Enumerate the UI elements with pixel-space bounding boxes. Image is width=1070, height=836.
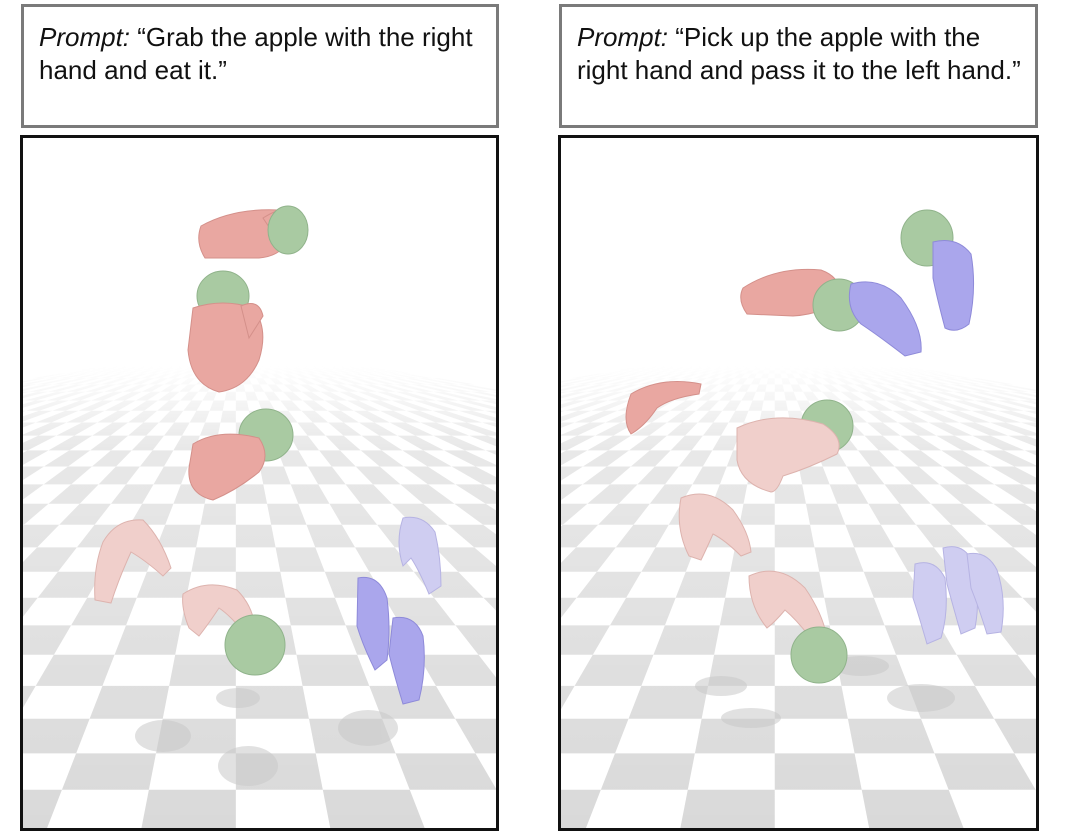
- prompt-label: Prompt:: [39, 22, 131, 52]
- hand-shadows: [695, 656, 955, 728]
- prompt-text: “Pick up the apple with the right hand a…: [577, 22, 1021, 85]
- hand-left-frame-2: [848, 281, 922, 357]
- hand-right-frame-5: [748, 570, 828, 645]
- apple-frame-4: [790, 626, 848, 684]
- hand-left-frame-3: [912, 546, 1004, 645]
- scene-panel-right: [558, 135, 1039, 831]
- hand-right-frame-2: [625, 381, 702, 435]
- hand-left-frame-1: [932, 240, 975, 331]
- scene-panel-left: [20, 135, 499, 831]
- prompt-text: “Grab the apple with the right hand and …: [39, 22, 473, 85]
- hand-right-frame-3: [188, 433, 266, 501]
- apple-frame-4: [224, 614, 286, 676]
- scene-render: [23, 138, 496, 828]
- hand-shadows: [135, 688, 398, 786]
- scene-render: [561, 138, 1036, 828]
- prompt-label: Prompt:: [577, 22, 669, 52]
- hand-left-frame-2: [356, 576, 425, 705]
- prompt-box-right: Prompt: “Pick up the apple with the righ…: [559, 4, 1038, 128]
- hand-right-frame-4: [94, 519, 172, 604]
- hand-right-frame-2: [187, 302, 264, 393]
- apple-frame-1: [267, 205, 309, 255]
- hand-right-frame-3: [736, 417, 840, 493]
- hand-right-frame-4: [678, 493, 752, 561]
- hand-left-frame-1: [398, 516, 442, 595]
- prompt-box-left: Prompt: “Grab the apple with the right h…: [21, 4, 499, 128]
